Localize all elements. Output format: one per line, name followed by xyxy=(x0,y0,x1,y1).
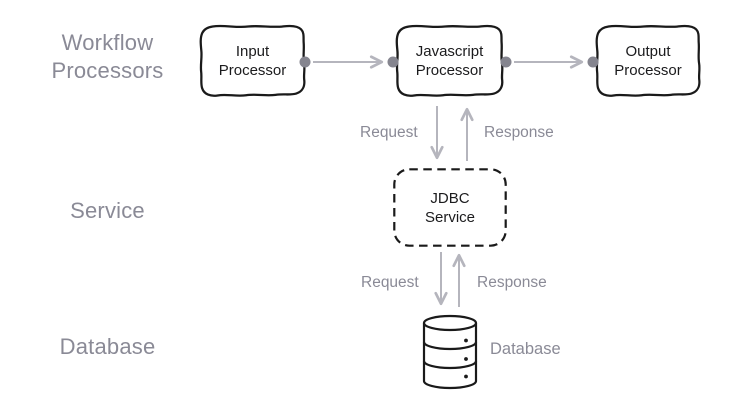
edge-label-request-upper: Request xyxy=(360,124,418,141)
node-label-javascript-processor: Javascript Processor xyxy=(415,42,484,79)
database-cylinder-icon xyxy=(422,314,478,390)
node-output-processor: Output Processor xyxy=(593,22,703,99)
node-jdbc-service: JDBC Service xyxy=(393,168,507,247)
node-javascript-processor: Javascript Processor xyxy=(393,22,506,99)
dashed-border-icon xyxy=(393,168,507,247)
sketch-border-icon xyxy=(199,24,306,97)
row-label-database: Database xyxy=(59,334,156,359)
node-label-input-processor: Input Processor xyxy=(218,42,287,79)
row-label-service: Service xyxy=(70,198,145,223)
node-label-jdbc-service: JDBC Service xyxy=(424,189,476,226)
row-label-workflow-processors: Workflow Processors xyxy=(51,30,164,83)
edge-label-request-lower: Request xyxy=(361,274,419,291)
edge-label-response-lower: Response xyxy=(477,274,547,291)
edge-label-response-upper: Response xyxy=(484,124,554,141)
node-label-output-processor: Output Processor xyxy=(614,42,682,79)
database-label: Database xyxy=(490,340,561,358)
node-input-processor: Input Processor xyxy=(197,22,308,99)
